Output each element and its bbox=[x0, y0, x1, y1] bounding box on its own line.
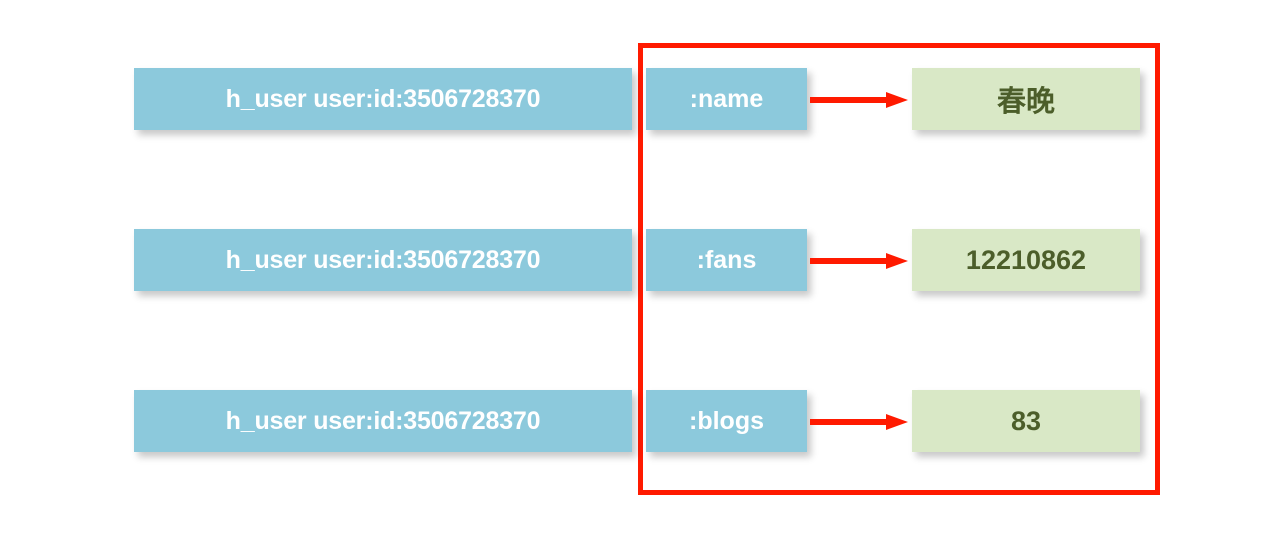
arrow-right-icon bbox=[810, 414, 908, 430]
hash-value-box: 83 bbox=[912, 390, 1140, 452]
hash-key-box: h_user user:id:3506728370 bbox=[134, 68, 632, 130]
hash-field-box: :fans bbox=[646, 229, 807, 291]
hash-row: h_user user:id:3506728370 :fans 12210862 bbox=[0, 229, 1270, 293]
hash-value-box: 春晚 bbox=[912, 68, 1140, 130]
hash-row: h_user user:id:3506728370 :name 春晚 bbox=[0, 68, 1270, 132]
arrow-right-icon bbox=[810, 253, 908, 269]
hash-key-box: h_user user:id:3506728370 bbox=[134, 229, 632, 291]
hash-value-box: 12210862 bbox=[912, 229, 1140, 291]
hash-field-box: :name bbox=[646, 68, 807, 130]
field-value-highlight-box bbox=[638, 43, 1160, 495]
hash-row: h_user user:id:3506728370 :blogs 83 bbox=[0, 390, 1270, 454]
arrow-right-icon bbox=[810, 92, 908, 108]
hash-key-box: h_user user:id:3506728370 bbox=[134, 390, 632, 452]
hash-field-box: :blogs bbox=[646, 390, 807, 452]
